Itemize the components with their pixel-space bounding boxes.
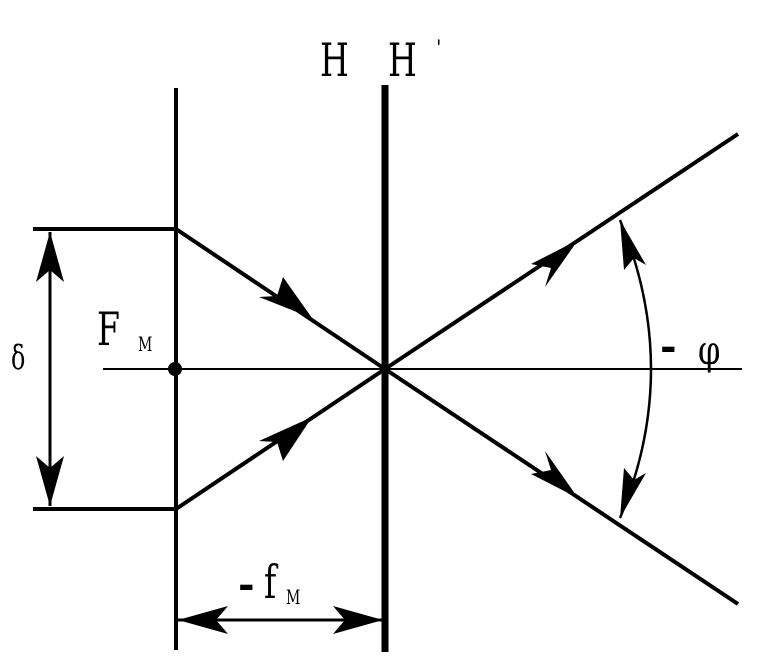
label-angle: φ [698,326,720,373]
label-focus: F [97,304,120,357]
focal-length-arrow-left [178,606,228,634]
angle-arc [618,219,653,519]
label-focus-subscript: M [138,334,152,357]
label-aperture: δ [11,338,25,377]
ray-arrow-upper-incoming [259,277,312,318]
ray-arrow-upper-outgoing [531,240,578,287]
label-h: H [320,35,349,88]
aperture-arrow-top [36,232,64,282]
aperture-arrow-bottom [36,456,64,506]
focal-length-arrow-right [333,606,383,634]
label-focal-length: f [264,557,279,610]
ray-arrow-lower-outgoing [531,451,578,498]
angle-arc-arrow-bottom [620,468,646,518]
label-focal-length-sign: - [238,561,255,608]
label-h-prime: H [388,35,417,88]
label-h-prime-mark: ' [436,35,442,59]
angle-arc-arrow-top [620,220,646,270]
label-angle-sign: - [660,323,677,370]
ray-arrow-lower-incoming [259,417,312,461]
label-focal-length-subscript: M [286,587,300,610]
focus-point [168,362,182,376]
